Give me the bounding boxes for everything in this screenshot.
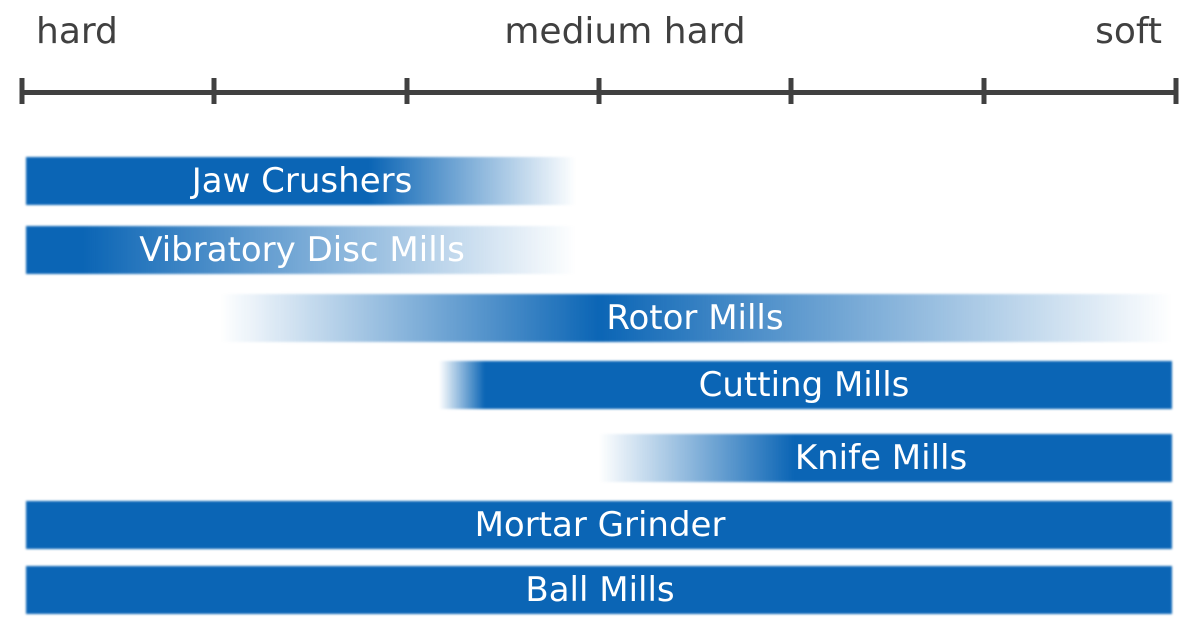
axis-tick [211, 78, 217, 104]
bar-ball-mills [26, 566, 1172, 614]
axis-tick [404, 78, 410, 104]
bar-knife-mills [599, 434, 1172, 482]
bar-label: Knife Mills [794, 438, 968, 478]
axis-tick [981, 78, 987, 104]
bar-label: Vibratory Disc Mills [139, 230, 465, 270]
axis-tick [596, 78, 602, 104]
scale-label-medium-hard: medium hard [504, 11, 746, 52]
axis-tick [19, 78, 25, 104]
bar-label: Ball Mills [525, 570, 675, 610]
scale-label-hard: hard [36, 11, 118, 52]
bar-label: Mortar Grinder [474, 505, 726, 545]
axis-tick [788, 78, 794, 104]
axis-tick [1173, 78, 1179, 104]
bar-cutting-mills [438, 361, 1172, 409]
bar-label: Rotor Mills [606, 298, 784, 338]
bar-vibratory-disc-mills [26, 226, 577, 274]
bar-label: Jaw Crushers [191, 161, 413, 201]
bar-label: Cutting Mills [698, 365, 910, 405]
bar-mortar-grinder [26, 501, 1172, 549]
scale-label-soft: soft [1095, 11, 1162, 52]
bar-jaw-crushers [26, 157, 577, 205]
bar-rotor-mills [220, 294, 1172, 342]
